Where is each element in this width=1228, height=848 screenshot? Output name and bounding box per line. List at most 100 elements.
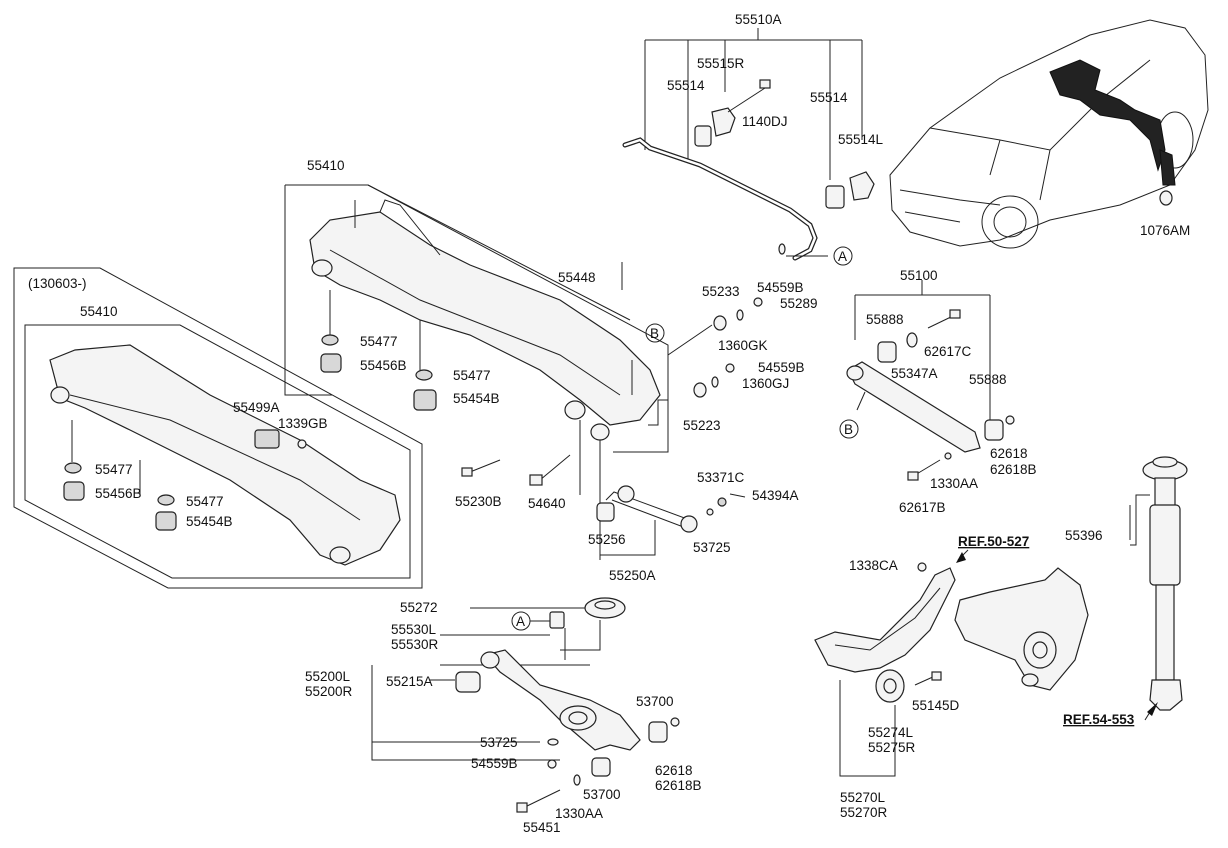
- bolt-1140DJ: [759, 79, 771, 89]
- crossmember-55410-main: [309, 211, 661, 426]
- label-62618-b: 62618: [655, 763, 693, 778]
- bushing-55456B-b: [63, 481, 85, 501]
- ball-joint: [680, 515, 698, 533]
- clamp-55515R: [711, 107, 736, 137]
- nut-54559B-mid: [725, 363, 735, 373]
- label-55250A: 55250A: [609, 568, 656, 583]
- bolt-1330AA-a: [944, 452, 952, 460]
- crossmember-55410-old: [49, 344, 401, 566]
- shock-absorber-group: 55396 REF.54-553: [1063, 456, 1188, 727]
- callout-a-top: A: [838, 249, 847, 264]
- label-55233: 55233: [702, 284, 740, 299]
- label-55454B-b: 55454B: [186, 514, 233, 529]
- bushing-55888-b: [984, 419, 1004, 441]
- label-62617B: 62617B: [899, 500, 946, 515]
- label-1338CA: 1338CA: [849, 558, 898, 573]
- arm-55100-group: B 55100 55888 62617C 55347A 55888 62618 …: [839, 268, 1037, 515]
- label-55451: 55451: [523, 820, 561, 835]
- nut-55289: [753, 297, 763, 307]
- label-1330AA-a: 1330AA: [930, 476, 978, 491]
- label-55270R: 55270R: [840, 805, 888, 820]
- label-62618-a: 62618: [990, 446, 1028, 461]
- label-1360GK: 1360GK: [718, 338, 768, 353]
- label-55200L: 55200L: [305, 669, 351, 684]
- lower-arm-55200-group: A 55272 55530L 55530R 55200L 55200R 5521…: [305, 597, 702, 835]
- ref-54-553: REF.54-553: [1063, 712, 1135, 727]
- plug-1076AM: [1159, 190, 1173, 206]
- stabilizer-bar-group: A 55510A 55515R 55514 1140DJ 55514 55514…: [622, 12, 884, 295]
- bushing-55256: [596, 502, 615, 522]
- label-62617C: 62617C: [924, 344, 972, 359]
- label-55200R: 55200R: [305, 684, 353, 699]
- label-54559B-mid: 54559B: [758, 360, 805, 375]
- bushing-55514-right: [825, 185, 845, 209]
- label-53725-lower: 53725: [480, 735, 518, 750]
- bushing-55514: [694, 125, 712, 147]
- link-55250A-group: 53371C 54394A 55256 53725 55250A: [588, 470, 799, 583]
- bushing-55456B-a: [320, 353, 342, 373]
- bushing-53700-a: [648, 721, 668, 743]
- label-1339GB: 1339GB: [278, 416, 328, 431]
- nut-54559B: [778, 243, 786, 255]
- bushing-55454B-a: [413, 389, 437, 411]
- bushing-55233: [713, 315, 727, 331]
- washer-55477-d: [157, 494, 175, 506]
- label-55396: 55396: [1065, 528, 1103, 543]
- label-55514L: 55514L: [838, 132, 884, 147]
- bushing-53700-b: [591, 757, 611, 777]
- callout-b-arm: [839, 419, 859, 439]
- label-55145D: 55145D: [912, 698, 960, 713]
- bushing-55454B-b: [155, 511, 177, 531]
- label-54394A: 54394A: [752, 488, 799, 503]
- knuckle: [954, 567, 1089, 691]
- bushing-55888-a: [877, 341, 897, 363]
- label-55223: 55223: [683, 418, 721, 433]
- arm-55100: [847, 361, 981, 453]
- washer-55477-a: [321, 334, 339, 346]
- label-1360GJ: 1360GJ: [742, 376, 789, 391]
- label-55410-old: 55410: [80, 304, 118, 319]
- bushing-55215A: [455, 671, 481, 693]
- label-55289: 55289: [780, 296, 818, 311]
- crossmember-main-group: B 55410 55477 55456B 55477 55454B 55448 …: [284, 158, 669, 560]
- ref-50-527: REF.50-527: [958, 534, 1029, 549]
- label-62618B-a: 62618B: [990, 462, 1037, 477]
- bracket-55499A: [254, 429, 280, 449]
- trailing-arm-group: REF.50-527 1338CA 55145D 55274L 55275R 5…: [814, 534, 1089, 820]
- shock-absorber: [1149, 504, 1181, 586]
- label-55456B-a: 55456B: [360, 358, 407, 373]
- nut-53371C: [717, 497, 727, 507]
- label-130603: (130603-): [28, 276, 87, 291]
- label-55256: 55256: [588, 532, 626, 547]
- label-55215A: 55215A: [386, 674, 433, 689]
- label-55530L: 55530L: [391, 622, 437, 637]
- label-55477-c: 55477: [95, 462, 133, 477]
- label-55888-b: 55888: [969, 372, 1007, 387]
- label-55514-right: 55514: [810, 90, 848, 105]
- nut-54559B-lower: [547, 759, 557, 769]
- label-55230B: 55230B: [455, 494, 502, 509]
- car-illustration: 1076AM: [889, 19, 1209, 249]
- callout-b-arm-text: B: [844, 422, 853, 437]
- label-53371C: 53371C: [697, 470, 745, 485]
- label-54559B-lower: 54559B: [471, 756, 518, 771]
- callout-b-top: B: [650, 326, 659, 341]
- bushing-55223: [693, 382, 707, 398]
- label-55514: 55514: [667, 78, 705, 93]
- washer-55477-c: [64, 462, 82, 474]
- label-55347A: 55347A: [891, 366, 938, 381]
- label-1330AA-b: 1330AA: [555, 806, 603, 821]
- bolt-1338CA: [917, 562, 927, 572]
- hardware-55233-group: 55233 55289 1360GK 54559B 1360GJ 55223: [667, 284, 818, 433]
- label-55448: 55448: [558, 270, 596, 285]
- label-55410: 55410: [307, 158, 345, 173]
- crossmember-130603-group: (130603-) 55410 55499A 1339GB 55477 5545…: [13, 267, 423, 589]
- label-1076AM: 1076AM: [1140, 223, 1190, 238]
- label-55100: 55100: [900, 268, 938, 283]
- label-55530R: 55530R: [391, 637, 439, 652]
- trailing-arm-55270: [814, 567, 956, 673]
- washer-55477-b: [415, 369, 433, 381]
- bolt-1339GB: [297, 439, 307, 449]
